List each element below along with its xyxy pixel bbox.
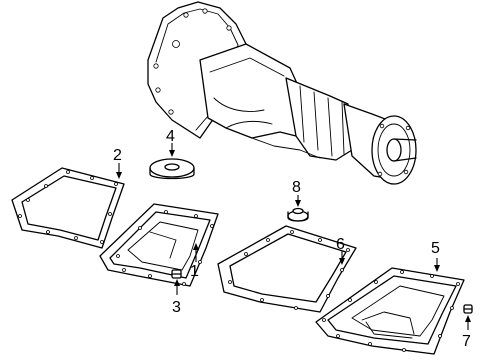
- plug-part-7: [463, 304, 473, 314]
- drain-plug-part-3: [171, 269, 182, 279]
- callout-8: 8: [292, 179, 301, 207]
- callout-label-1: 1: [190, 263, 199, 280]
- callout-label-2: 2: [113, 147, 122, 164]
- callout-label-5: 5: [431, 240, 440, 257]
- callout-label-8: 8: [292, 179, 301, 196]
- gasket-part-2: [11, 167, 125, 249]
- callout-5: 5: [431, 240, 440, 272]
- callout-4: 4: [166, 128, 175, 157]
- callout-label-4: 4: [166, 128, 175, 145]
- callout-label-7: 7: [462, 333, 471, 350]
- gasket-part-6: [217, 225, 357, 313]
- transmission-assembly: [147, 1, 417, 185]
- callout-2: 2: [113, 147, 122, 179]
- callout-3: 3: [172, 279, 181, 316]
- oil-pan-part-1: [99, 203, 219, 287]
- callout-1: 1: [190, 243, 199, 280]
- washer-part-4: [149, 158, 195, 180]
- oil-pan-part-5: [315, 267, 465, 355]
- callout-label-6: 6: [336, 236, 345, 253]
- callout-7: 7: [462, 315, 471, 350]
- grommet-part-8: [287, 207, 309, 222]
- callout-6: 6: [336, 236, 345, 265]
- callout-label-3: 3: [172, 299, 181, 316]
